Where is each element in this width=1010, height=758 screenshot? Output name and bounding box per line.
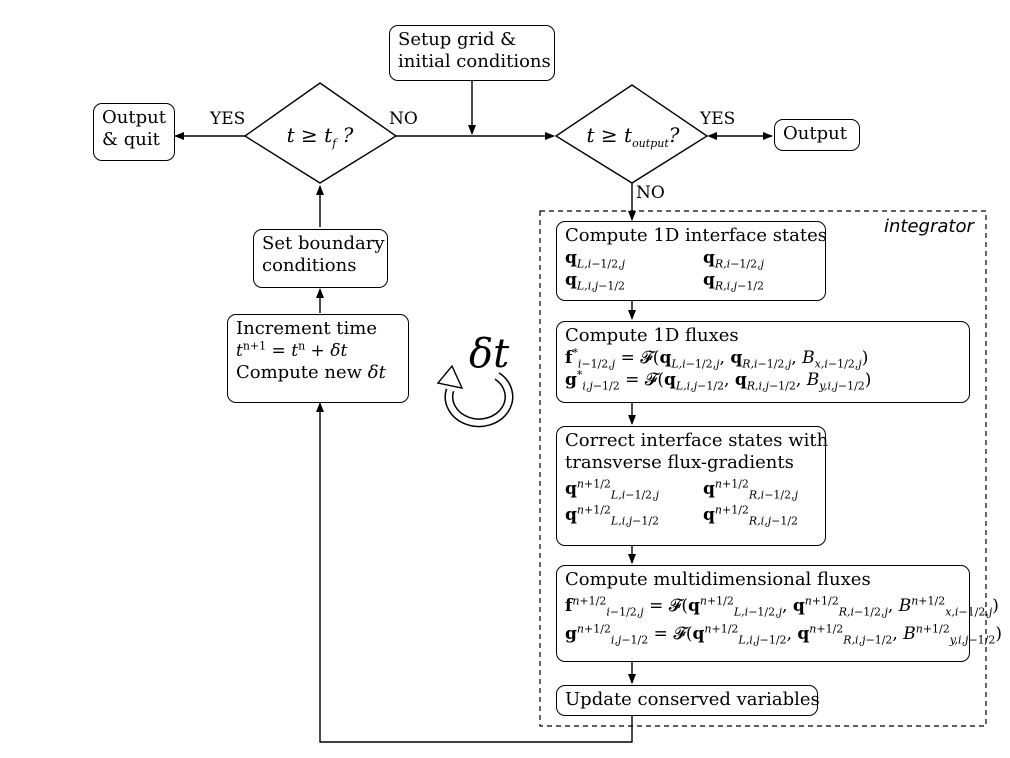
increment-line-1: Increment time <box>236 318 378 339</box>
correct-states-row-2: qn+1/2L,i,j−1/2 qn+1/2R,i,j−1/2 <box>565 504 817 526</box>
set-boundary-line-1: Set boundary <box>262 233 385 254</box>
set-boundary-line-2: conditions <box>262 255 357 276</box>
cycle-arrow-inner <box>445 373 512 426</box>
increment-line-2: tn+1 = tn + δt <box>236 339 348 361</box>
label-no-down: NO <box>636 183 665 203</box>
fluxes-1d-node: Compute 1D fluxes f*i−1/2,j = 𝓕(qL,i−1/2… <box>556 321 970 403</box>
interface-q-l-x: qL,i−1/2,j <box>565 248 626 271</box>
setup-line-1: Setup grid & <box>398 29 517 50</box>
label-yes-left: YES <box>210 109 246 129</box>
interface-states-title: Compute 1D interface states <box>565 225 828 246</box>
toutput-decision-label: t ≥ toutput? <box>586 123 680 150</box>
correct-q-r-x: qn+1/2R,i−1/2,j <box>703 477 799 502</box>
interface-q-r-y: qR,i,j−1/2 <box>703 270 765 293</box>
correct-q-l-x: qn+1/2L,i−1/2,j <box>565 477 660 502</box>
label-no-right: NO <box>389 109 418 129</box>
correct-states-row-1: qn+1/2L,i−1/2,j qn+1/2R,i−1/2,j <box>565 478 817 500</box>
multi-fluxes-title: Compute multidimensional fluxes <box>565 569 871 590</box>
cycle-delta-t-symbol: δt <box>469 331 510 377</box>
increment-time-node: Increment time tn+1 = tn + δt Compute ne… <box>227 314 409 403</box>
correct-states-title-2: transverse flux-gradients <box>565 452 794 473</box>
update-node: Update conserved variables <box>556 685 820 716</box>
output-node: Output <box>774 119 860 151</box>
update-line-1: Update conserved variables <box>565 689 820 710</box>
correct-q-r-y: qn+1/2R,i,j−1/2 <box>703 503 799 528</box>
correct-q-l-y: qn+1/2L,i,j−1/2 <box>565 503 660 528</box>
integrator-group-border <box>539 210 987 727</box>
edge-output-return-arrowhead <box>707 132 717 140</box>
interface-states-row-2: qL,i,j−1/2 qR,i,j−1/2 <box>565 269 817 291</box>
interface-q-r-x: qR,i−1/2,j <box>703 248 765 271</box>
fluxes-1d-title: Compute 1D fluxes <box>565 325 739 346</box>
decision-diamond-tf <box>243 82 398 184</box>
integrator-group-title: integrator <box>884 216 974 237</box>
multi-fluxes-node: Compute multidimensional fluxes fn+1/2i−… <box>556 565 1002 662</box>
label-yes-right: YES <box>700 109 736 129</box>
setup-line-2: initial conditions <box>398 51 551 72</box>
fluxes-1d-f: f*i−1/2,j = 𝓕(qL,i−1/2,j, qR,i−1/2,j, Bx… <box>565 346 869 371</box>
output-quit-line-1: Output <box>102 107 166 128</box>
interface-states-node: Compute 1D interface states qL,i−1/2,j q… <box>556 221 828 301</box>
multi-fluxes-f: fn+1/2i−1/2,j = 𝓕(qn+1/2L,i−1/2,j, qn+1/… <box>565 594 999 619</box>
correct-states-title-1: Correct interface states with <box>565 430 829 451</box>
cycle-arrowhead-icon <box>436 364 464 389</box>
setup-node: Setup grid & initial conditions <box>389 25 555 81</box>
output-line-1: Output <box>783 123 847 144</box>
correct-states-node: Correct interface states with transverse… <box>556 426 829 546</box>
increment-line-3: Compute new δt <box>236 362 386 383</box>
multi-fluxes-g: gn+1/2i,j−1/2 = 𝓕(qn+1/2L,i,j−1/2, qn+1/… <box>565 622 1002 647</box>
fluxes-1d-g: g*i,j−1/2 = 𝓕(qL,i,j−1/2, qR,i,j−1/2, By… <box>565 368 872 393</box>
set-boundary-node: Set boundary conditions <box>253 229 388 288</box>
interface-states-row-1: qL,i−1/2,j qR,i−1/2,j <box>565 247 817 269</box>
edge-update-to-increment <box>316 402 633 743</box>
interface-q-l-y: qL,i,j−1/2 <box>565 270 626 293</box>
tf-decision-label: t ≥ tf ? <box>286 123 354 150</box>
output-quit-line-2: & quit <box>102 129 160 150</box>
output-quit-node: Output & quit <box>93 103 175 161</box>
